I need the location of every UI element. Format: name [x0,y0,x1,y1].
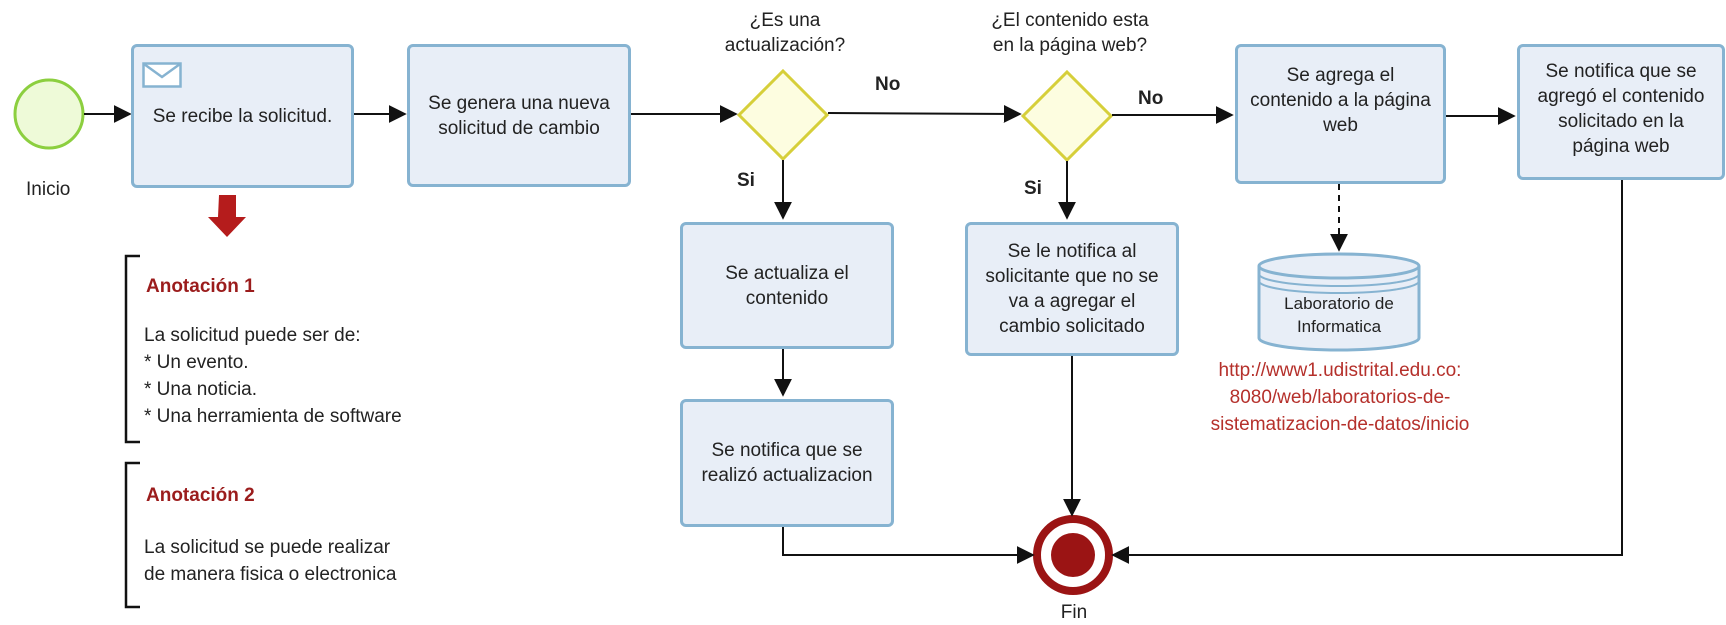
task-generate-change-request-label: Se genera una nueva solicitud de cambio [428,92,610,139]
envelope-icon [142,62,182,88]
annotation-1-body: La solicitud puede ser de: * Un evento. … [144,325,402,427]
flow-label-si-1: Si [737,170,755,191]
flow-notify-update-end [782,526,1035,564]
task-notify-not-added[interactable]: Se le notifica al solicitante que no se … [965,222,1179,356]
annotation-1-bracket [124,254,140,444]
start-event [13,78,85,150]
data-store [1257,252,1421,352]
task-add-content[interactable]: Se agrega el contenido a la página web [1235,44,1446,184]
flow-label-no-2: No [1138,88,1164,109]
task-receive-request-label: Se recibe la solicitud. [152,105,333,127]
task-add-content-label: Se agrega el contenido a la página web [1250,65,1431,136]
task-notify-update[interactable]: Se notifica que se realizó actualizacion [680,399,894,527]
flow-label-no-1: No [875,74,901,95]
data-store-url-link[interactable]: http://www1.udistrital.edu.co: 8080/web/… [1210,360,1470,435]
flow-label-si-2: Si [1024,178,1042,199]
down-arrow-icon [208,195,246,237]
task-update-content[interactable]: Se actualiza el contenido [680,222,894,349]
gateway-is-update [736,68,830,162]
start-event-label: Inicio [26,179,71,200]
end-event-core [1051,533,1095,577]
annotation-1-title: Anotación 1 [146,276,255,297]
task-update-content-label: Se actualiza el contenido [725,262,849,309]
annotation-2-bracket [124,461,140,609]
gateway-is-on-web-question: ¿El contenido esta en la página web? [991,10,1149,56]
annotation-2-title: Anotación 2 [146,485,255,506]
sequence-flows [84,104,1623,564]
data-store-label: Laboratorio de Informatica [1284,294,1394,336]
task-notify-update-label: Se notifica que se realizó actualizacion [701,440,873,486]
end-event-label: Fin [1060,602,1088,623]
task-notify-not-added-label: Se le notifica al solicitante que no se … [985,241,1159,337]
flow-notify-added-end [1111,180,1623,564]
task-notify-added[interactable]: Se notifica que se agregó el contenido s… [1517,44,1725,180]
flow-gateway1-gateway2 [827,104,1022,123]
task-generate-change-request[interactable]: Se genera una nueva solicitud de cambio [407,44,631,187]
task-notify-added-label: Se notifica que se agregó el contenido s… [1537,61,1705,157]
gateway-is-update-question: ¿Es una actualización? [724,10,846,56]
annotation-2-body: La solicitud se puede realizar de manera… [144,537,397,585]
gateway-is-on-web [1020,69,1114,163]
